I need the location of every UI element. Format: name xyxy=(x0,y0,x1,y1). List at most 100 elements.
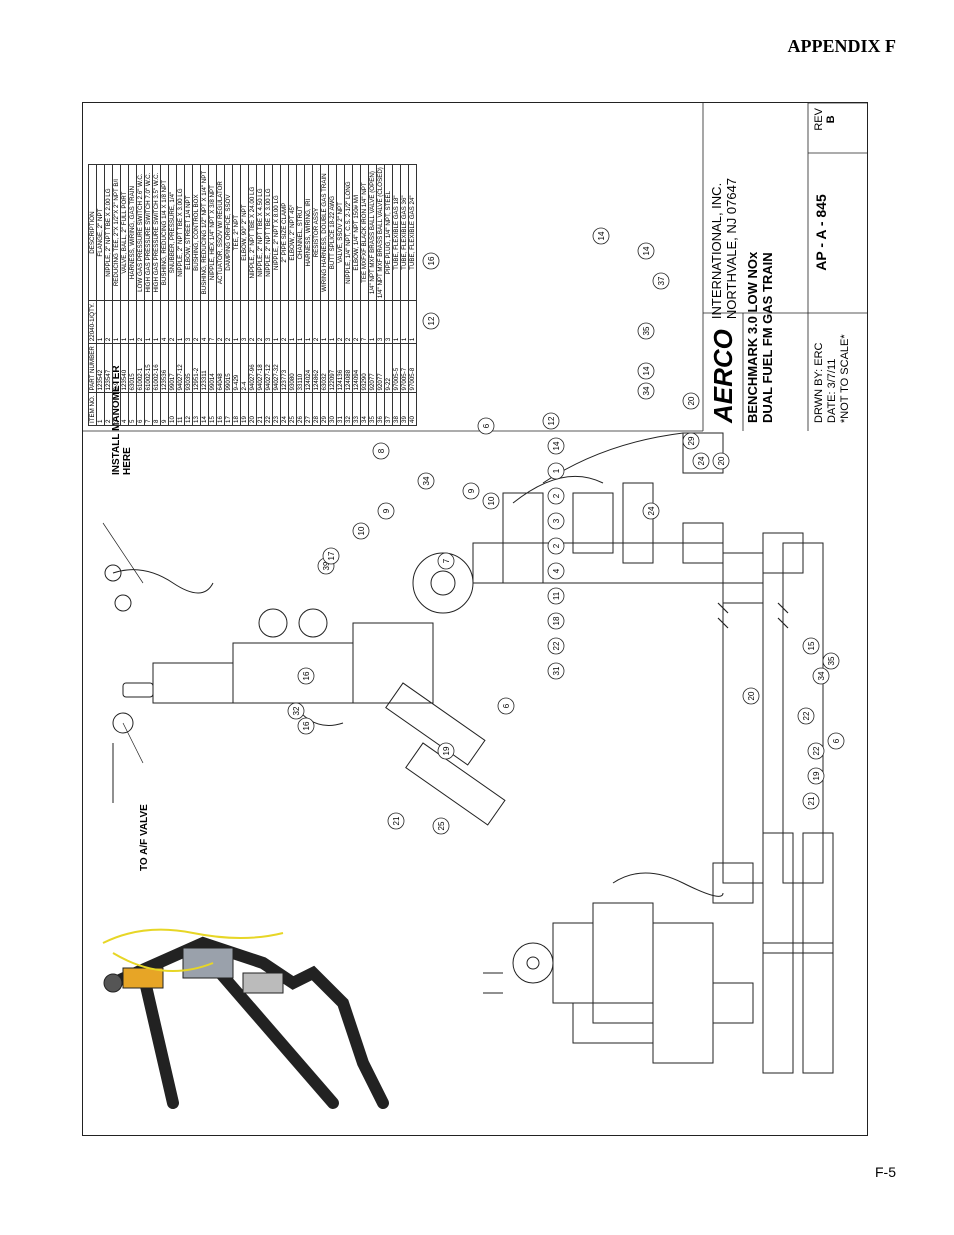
bom-cell: 12 xyxy=(184,393,193,426)
bom-cell: NIPPLE, 2" NPT TBE X 2.00 LG xyxy=(104,164,113,301)
bom-header-cell: ITEM NO. xyxy=(88,393,97,426)
bom-cell: 1 xyxy=(368,300,377,344)
callout-bubble xyxy=(297,667,315,685)
callout-bubble xyxy=(547,462,565,480)
callout-bubble xyxy=(827,732,845,750)
bom-cell: 1 xyxy=(296,300,305,344)
bom-cell: 20 xyxy=(248,393,257,426)
bom-cell: 29 xyxy=(320,393,329,426)
bom-cell: 92077 xyxy=(368,343,377,393)
callout-bubble xyxy=(547,562,565,580)
top-view xyxy=(483,832,834,1074)
bom-cell: 25 xyxy=(288,393,297,426)
bom-cell: DAMPING ORIFICE, SSOV xyxy=(224,164,233,301)
bom-cell: 1 xyxy=(288,300,297,344)
bom-cell: REDUCING TEE, 2"X 1/2"X 2" NPT B/I xyxy=(112,164,121,301)
bom-cell: 93290 xyxy=(360,343,369,393)
callout-bubble xyxy=(637,382,655,400)
bom-cell: 6 xyxy=(136,393,145,426)
callout-bubble xyxy=(637,242,655,260)
bom-header-cell: 22040-1/QTY. xyxy=(88,300,97,344)
drawing-date: DATE: 3/7/11 xyxy=(826,358,838,423)
bom-cell: 3 xyxy=(240,300,249,344)
drawing-title-line2: DUAL FUEL FM GAS TRAIN xyxy=(760,252,775,423)
callout-number: 2 xyxy=(552,543,561,548)
bom-cell: 99014 xyxy=(208,343,217,393)
bom-cell: 123536 xyxy=(160,343,169,393)
callout-bubble xyxy=(377,502,395,520)
bom-cell: 2 xyxy=(344,300,353,344)
callout-number: 35 xyxy=(642,326,651,335)
bom-cell: 2 xyxy=(336,300,345,344)
isometric-render xyxy=(102,928,389,1109)
bom-cell: 7 xyxy=(208,300,217,344)
bom-cell: WIRING HARNESS, DOUBLE GAS TRAIN xyxy=(320,164,329,301)
callout-number: 19 xyxy=(812,771,821,780)
bom-cell: 9 xyxy=(160,393,169,426)
bom-cell: VALVE, BALL, 2" FULL PORT xyxy=(120,164,129,301)
bom-cell: 9-9 xyxy=(112,343,121,393)
callout-bubble xyxy=(682,432,700,450)
bom-cell: 99015 xyxy=(224,343,233,393)
callout-bubble xyxy=(542,412,560,430)
callout-number: 2 xyxy=(552,493,561,498)
bom-cell: 64048 xyxy=(216,343,225,393)
callout-bubble xyxy=(637,322,655,340)
callout-bubble xyxy=(802,637,820,655)
exploded-view xyxy=(104,564,506,826)
bom-cell: 1 xyxy=(128,300,137,344)
bom-cell: 99017 xyxy=(168,343,177,393)
bom-cell: 124024 xyxy=(304,343,313,393)
bom-cell: 37 xyxy=(384,393,393,426)
bom-cell: NIPPLE, 2" NPT TBE X 4.50 LG xyxy=(256,164,265,301)
rev-label: REV xyxy=(813,108,825,131)
bom-cell: 94027-12 xyxy=(176,343,185,393)
company-line1: INTERNATIONAL, INC. xyxy=(709,182,724,320)
bom-cell: 19 xyxy=(240,393,249,426)
callout-number: 14 xyxy=(642,366,651,375)
callout-number: 4 xyxy=(552,568,561,573)
bom-cell: 4 xyxy=(200,300,209,344)
bom-cell: 2 xyxy=(136,300,145,344)
bom-cell: 1 xyxy=(152,300,161,344)
bom-cell: 97005-5 xyxy=(392,343,401,393)
callout-bubble xyxy=(422,312,440,330)
bom-cell: 33110 xyxy=(296,343,305,393)
bom-cell: ACTUATOR, SSOV W/ REGULATOR xyxy=(216,164,225,301)
callout-bubble xyxy=(437,552,455,570)
bom-cell: 124094 xyxy=(352,343,361,393)
bom-cell: 9-22 xyxy=(384,343,393,393)
callout-bubble xyxy=(652,272,670,290)
callout-bubble xyxy=(547,537,565,555)
bom-cell: 2 xyxy=(216,300,225,344)
callout-bubble xyxy=(482,492,500,510)
bom-cell: 1 xyxy=(96,300,105,344)
callout-bubble xyxy=(462,482,480,500)
bom-cell: 23 xyxy=(272,393,281,426)
bom-cell: 3 xyxy=(264,300,273,344)
bom-cell: NIPPLE, 1/4" NPT, C.S. 2-1/2" LONG xyxy=(344,164,353,301)
bom-cell: 93080 xyxy=(288,343,297,393)
bom-cell: 15 xyxy=(208,393,217,426)
callout-number: 14 xyxy=(552,441,561,450)
callout-number: 34 xyxy=(817,671,826,680)
callout-bubble xyxy=(692,452,710,470)
bom-cell: 1/4" NPT MXF BRASS BALL VALVE (OPEN) xyxy=(368,164,377,301)
bom-cell: 32 xyxy=(344,393,353,426)
bom-cell: 13 xyxy=(192,393,201,426)
bom-cell: 8 xyxy=(152,393,161,426)
leader-lines xyxy=(102,522,144,764)
callout-bubble xyxy=(592,227,610,245)
bom-cell: NIPPLE, 2" NPT X 8.00 LG xyxy=(272,164,281,301)
callout-number: 39 xyxy=(322,561,331,570)
bom-cell: 34 xyxy=(360,393,369,426)
